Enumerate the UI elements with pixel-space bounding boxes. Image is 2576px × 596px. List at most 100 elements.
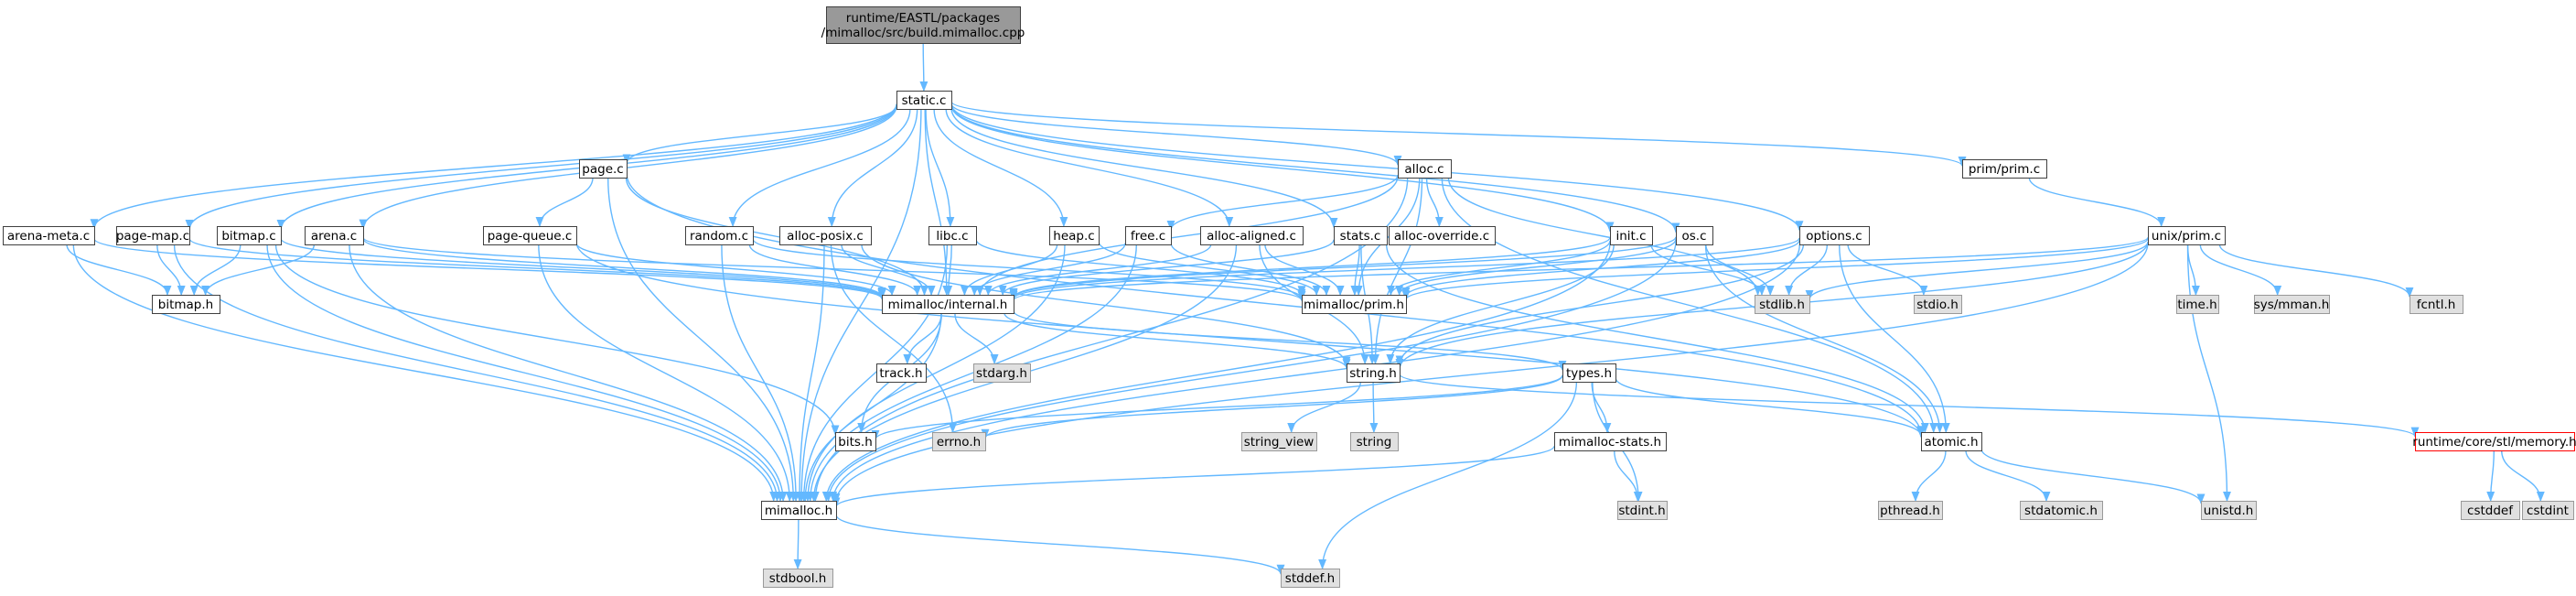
- node-stringview[interactable]: string_view: [1241, 432, 1317, 451]
- node-root-label: /mimalloc/src/build.mimalloc.cpp: [821, 26, 1025, 40]
- node-os-box: [1676, 226, 1713, 245]
- node-allocposix-label: alloc-posix.c: [787, 229, 864, 244]
- node-mimalloch-label: mimalloc.h: [765, 504, 832, 518]
- node-cstdint-label: cstdint: [2527, 504, 2569, 518]
- node-random[interactable]: random.c: [685, 226, 754, 245]
- node-root-box: [826, 6, 1021, 44]
- node-allocposix-box: [779, 226, 872, 245]
- node-allocoverride-box: [1389, 226, 1496, 245]
- edge-os-to-primh: [1395, 238, 1677, 297]
- node-memory[interactable]: runtime/core/stl/memory.h: [2412, 432, 2576, 451]
- node-prim-label: prim/prim.c: [1969, 162, 2040, 177]
- node-track-box: [876, 363, 927, 383]
- node-stats_h[interactable]: mimalloc-stats.h: [1554, 432, 1667, 451]
- edge-libc-to-internal: [944, 244, 953, 297]
- node-os[interactable]: os.c: [1676, 226, 1713, 245]
- node-init[interactable]: init.c: [1610, 226, 1653, 245]
- nodes-layer: runtime/EASTL/packages/mimalloc/src/buil…: [3, 6, 2576, 588]
- node-stats[interactable]: stats.c: [1334, 226, 1388, 245]
- node-cstddef[interactable]: cstddef: [2461, 501, 2520, 520]
- node-mimalloch[interactable]: mimalloc.h: [761, 501, 837, 520]
- node-mman[interactable]: sys/mman.h: [2254, 295, 2330, 314]
- edge-arenameta-to-bitmaph: [66, 244, 172, 297]
- edge-unixprim-to-mimalloch: [832, 243, 2149, 504]
- node-static[interactable]: static.c: [896, 91, 952, 110]
- node-stdbool[interactable]: stdbool.h: [763, 569, 833, 588]
- node-unixprim[interactable]: unix/prim.c: [2148, 226, 2226, 245]
- edge-pagequeue-to-atomic: [575, 242, 1926, 439]
- edge-free-to-internal: [970, 243, 1126, 297]
- node-timeh[interactable]: time.h: [2176, 295, 2219, 314]
- edge-pagemap-to-bitmaph: [156, 244, 186, 297]
- node-bitmapc[interactable]: bitmap.c: [217, 226, 282, 245]
- node-fcntl[interactable]: fcntl.h: [2410, 295, 2463, 314]
- edge-bitmapc-to-bitmaph: [189, 244, 242, 297]
- edge-arenameta-to-internal: [93, 238, 886, 300]
- node-errno[interactable]: errno.h: [932, 432, 986, 451]
- node-page[interactable]: page.c: [579, 159, 628, 179]
- edge-free-to-primh: [1170, 243, 1331, 297]
- edge-stringh-to-string: [1369, 381, 1379, 434]
- node-string[interactable]: string: [1350, 432, 1399, 451]
- node-unistd-label: unistd.h: [2204, 504, 2254, 518]
- node-arena[interactable]: arena.c: [305, 226, 364, 245]
- node-stdarg[interactable]: stdarg.h: [973, 363, 1031, 383]
- node-stringh[interactable]: string.h: [1347, 363, 1401, 383]
- node-memory-label: runtime/core/stl/memory.h: [2412, 435, 2576, 450]
- edge-options-to-atomic: [1839, 244, 1950, 434]
- edge-root-to-static: [919, 42, 928, 92]
- edge-unixprim-to-mman: [2199, 244, 2282, 297]
- node-alloc[interactable]: alloc.c: [1398, 159, 1452, 179]
- node-bitmaph-label: bitmap.h: [158, 298, 213, 312]
- edge-init-to-stringh: [1386, 244, 1615, 365]
- node-allocposix[interactable]: alloc-posix.c: [779, 226, 872, 245]
- node-stdint-box: [1617, 501, 1668, 520]
- node-heap[interactable]: heap.c: [1049, 226, 1100, 245]
- edge-os-to-mimalloch: [824, 241, 1677, 503]
- node-primh[interactable]: mimalloc/prim.h: [1302, 295, 1407, 314]
- node-libc[interactable]: libc.c: [928, 226, 977, 245]
- edge-arena-to-bitmaph: [201, 244, 316, 297]
- node-bits-box: [835, 432, 876, 451]
- node-free[interactable]: free.c: [1125, 226, 1172, 245]
- node-bitmaph[interactable]: bitmap.h: [152, 295, 220, 314]
- node-page-box: [579, 159, 628, 179]
- node-allocoverride[interactable]: alloc-override.c: [1389, 226, 1496, 245]
- edge-options-to-mimalloch: [829, 244, 1800, 503]
- edge-types-to-atomic: [1615, 377, 1926, 437]
- node-pagequeue-label: page-queue.c: [488, 229, 573, 244]
- edge-stats_h-to-mimalloch: [832, 445, 1555, 508]
- edge-static-to-arena: [359, 105, 897, 230]
- node-pagemap[interactable]: page-map.c: [116, 226, 190, 245]
- node-stddef[interactable]: stddef.h: [1281, 569, 1340, 588]
- node-types[interactable]: types.h: [1562, 363, 1616, 383]
- node-stdatomic[interactable]: stdatomic.h: [2020, 501, 2103, 520]
- node-stdlib[interactable]: stdlib.h: [1755, 295, 1810, 314]
- node-bits[interactable]: bits.h: [835, 432, 876, 451]
- node-bitmapc-label: bitmap.c: [221, 229, 275, 244]
- node-free-box: [1125, 226, 1172, 245]
- edge-heap-to-internal: [960, 244, 1058, 297]
- node-atomic[interactable]: atomic.h: [1921, 432, 1982, 451]
- node-stdatomic-box: [2020, 501, 2103, 520]
- node-prim[interactable]: prim/prim.c: [1962, 159, 2047, 179]
- node-track[interactable]: track.h: [876, 363, 927, 383]
- node-stdio[interactable]: stdio.h: [1914, 295, 1962, 314]
- node-stats_h-box: [1554, 432, 1667, 451]
- node-string-label: string: [1357, 435, 1392, 450]
- node-unistd[interactable]: unistd.h: [2201, 501, 2257, 520]
- node-options-label: options.c: [1806, 229, 1862, 244]
- node-allocaligned[interactable]: alloc-aligned.c: [1200, 226, 1304, 245]
- node-options[interactable]: options.c: [1799, 226, 1870, 245]
- node-stdint[interactable]: stdint.h: [1617, 501, 1668, 520]
- edge-alloc-to-stdlib: [1447, 177, 1763, 297]
- node-arenameta-box: [3, 226, 95, 245]
- node-cstdint[interactable]: cstdint: [2522, 501, 2574, 520]
- node-pthread[interactable]: pthread.h: [1878, 501, 1943, 520]
- node-arenameta[interactable]: arena-meta.c: [3, 226, 95, 245]
- node-internal[interactable]: mimalloc/internal.h: [882, 295, 1014, 314]
- node-pagequeue[interactable]: page-queue.c: [483, 226, 577, 245]
- node-root[interactable]: runtime/EASTL/packages/mimalloc/src/buil…: [821, 6, 1025, 44]
- node-alloc-label: alloc.c: [1404, 162, 1444, 177]
